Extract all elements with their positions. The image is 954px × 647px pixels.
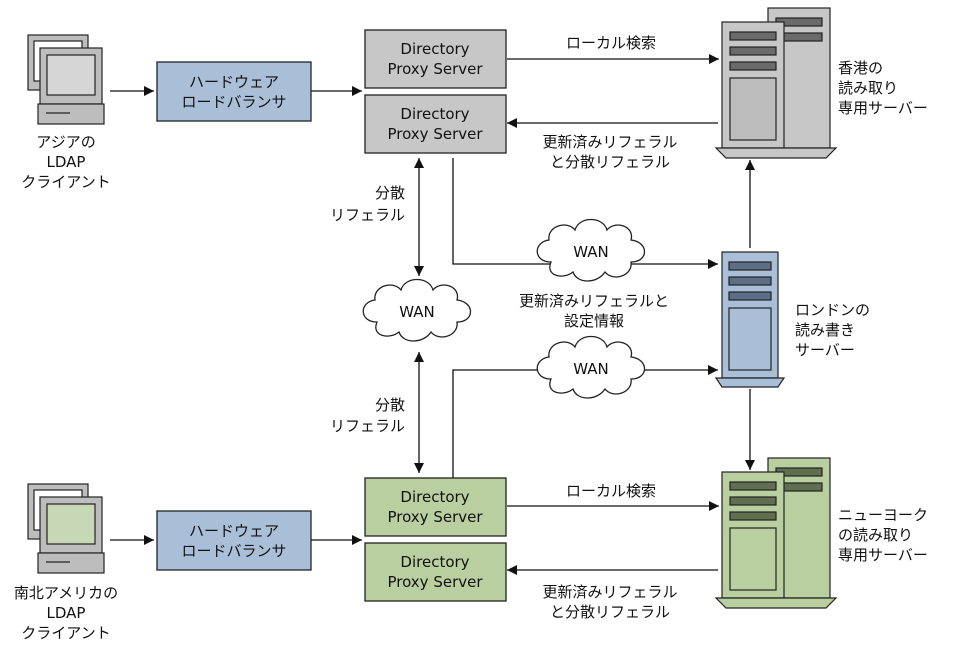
- svg-text:Proxy Server: Proxy Server: [387, 573, 483, 591]
- svg-text:LDAP: LDAP: [47, 604, 86, 622]
- london-server-icon: [714, 251, 786, 388]
- svg-text:WAN: WAN: [573, 243, 609, 261]
- svg-text:専用サーバー: 専用サーバー: [838, 99, 928, 117]
- newyork-server-icon: [714, 457, 838, 609]
- svg-text:サーバー: サーバー: [795, 341, 855, 359]
- svg-text:WAN: WAN: [573, 360, 609, 378]
- south-america-client-label: 南北アメリカの LDAP クライアント: [14, 584, 118, 642]
- svg-text:分散: 分散: [375, 184, 405, 202]
- svg-text:ロンドンの: ロンドンの: [795, 301, 870, 319]
- proxy-server-bottom-2: Directory Proxy Server: [364, 542, 507, 602]
- newyork-server-label: ニューヨーク の読み取り 専用サーバー: [838, 506, 928, 564]
- svg-text:設定情報: 設定情報: [564, 312, 624, 330]
- wan-cloud-middle: WAN: [362, 278, 472, 342]
- svg-text:南北アメリカの: 南北アメリカの: [14, 584, 118, 602]
- svg-text:読み書き: 読み書き: [795, 321, 855, 339]
- svg-text:Directory: Directory: [400, 40, 469, 58]
- asia-client-label: アジアの LDAP クライアント: [21, 133, 110, 191]
- local-search-top-label: ローカル検索: [566, 34, 656, 52]
- svg-text:と分散リフェラル: と分散リフェラル: [550, 603, 670, 621]
- svg-text:更新済みリフェラル: 更新済みリフェラル: [542, 583, 677, 601]
- asia-client-computer-icon: [27, 34, 105, 125]
- referral-top-label: 更新済みリフェラル と分散リフェラル: [542, 133, 677, 171]
- wan-cloud-bottom: WAN: [536, 335, 646, 399]
- svg-text:と分散リフェラル: と分散リフェラル: [550, 153, 670, 171]
- svg-text:リフェラル: リフェラル: [330, 417, 405, 435]
- distributed-referral-bottom-label: 分散 リフェラル: [330, 396, 405, 435]
- svg-text:読み取り: 読み取り: [838, 79, 898, 97]
- svg-text:アジアの: アジアの: [36, 133, 95, 151]
- referral-bottom-label: 更新済みリフェラル と分散リフェラル: [542, 583, 677, 621]
- svg-text:ハードウェア: ハードウェア: [189, 522, 279, 540]
- svg-text:Directory: Directory: [400, 105, 469, 123]
- svg-text:ハードウェア: ハードウェア: [189, 73, 279, 91]
- svg-text:更新済みリフェラル: 更新済みリフェラル: [542, 133, 677, 151]
- svg-text:Directory: Directory: [400, 488, 469, 506]
- proxy-server-bottom-1: Directory Proxy Server: [364, 477, 507, 537]
- hongkong-server-icon: [714, 7, 838, 159]
- south-america-client-computer-icon: [27, 483, 105, 574]
- local-search-bottom-label: ローカル検索: [566, 482, 656, 500]
- hongkong-server-label: 香港の 読み取り 専用サーバー: [838, 59, 928, 117]
- svg-text:クライアント: クライアント: [21, 624, 110, 642]
- svg-text:分散: 分散: [375, 396, 405, 414]
- london-server-label: ロンドンの 読み書き サーバー: [795, 301, 870, 359]
- proxy-server-top-2: Directory Proxy Server: [364, 94, 507, 154]
- svg-text:ニューヨーク: ニューヨーク: [838, 506, 928, 524]
- distributed-referral-top-label: 分散 リフェラル: [330, 184, 405, 224]
- svg-text:LDAP: LDAP: [47, 153, 86, 171]
- svg-text:WAN: WAN: [399, 303, 435, 321]
- svg-text:Proxy Server: Proxy Server: [387, 508, 483, 526]
- svg-text:Proxy Server: Proxy Server: [387, 60, 483, 78]
- svg-text:香港の: 香港の: [838, 59, 883, 77]
- svg-text:Proxy Server: Proxy Server: [387, 125, 483, 143]
- svg-text:の読み取り: の読み取り: [838, 526, 913, 544]
- connectors: [110, 54, 755, 575]
- svg-text:リフェラル: リフェラル: [330, 206, 405, 224]
- svg-text:ロードバランサ: ロードバランサ: [181, 93, 286, 111]
- svg-text:Directory: Directory: [400, 553, 469, 571]
- svg-text:専用サーバー: 専用サーバー: [838, 546, 928, 564]
- svg-text:ロードバランサ: ロードバランサ: [181, 542, 286, 560]
- load-balancer-bottom: ハードウェア ロードバランサ: [156, 510, 312, 571]
- proxy-server-top-1: Directory Proxy Server: [364, 29, 507, 89]
- svg-text:更新済みリフェラルと: 更新済みリフェラルと: [519, 292, 669, 310]
- wan-update-label: 更新済みリフェラルと 設定情報: [519, 292, 669, 330]
- load-balancer-top: ハードウェア ロードバランサ: [156, 61, 312, 122]
- svg-text:クライアント: クライアント: [21, 173, 110, 191]
- wan-cloud-top: WAN: [536, 218, 646, 282]
